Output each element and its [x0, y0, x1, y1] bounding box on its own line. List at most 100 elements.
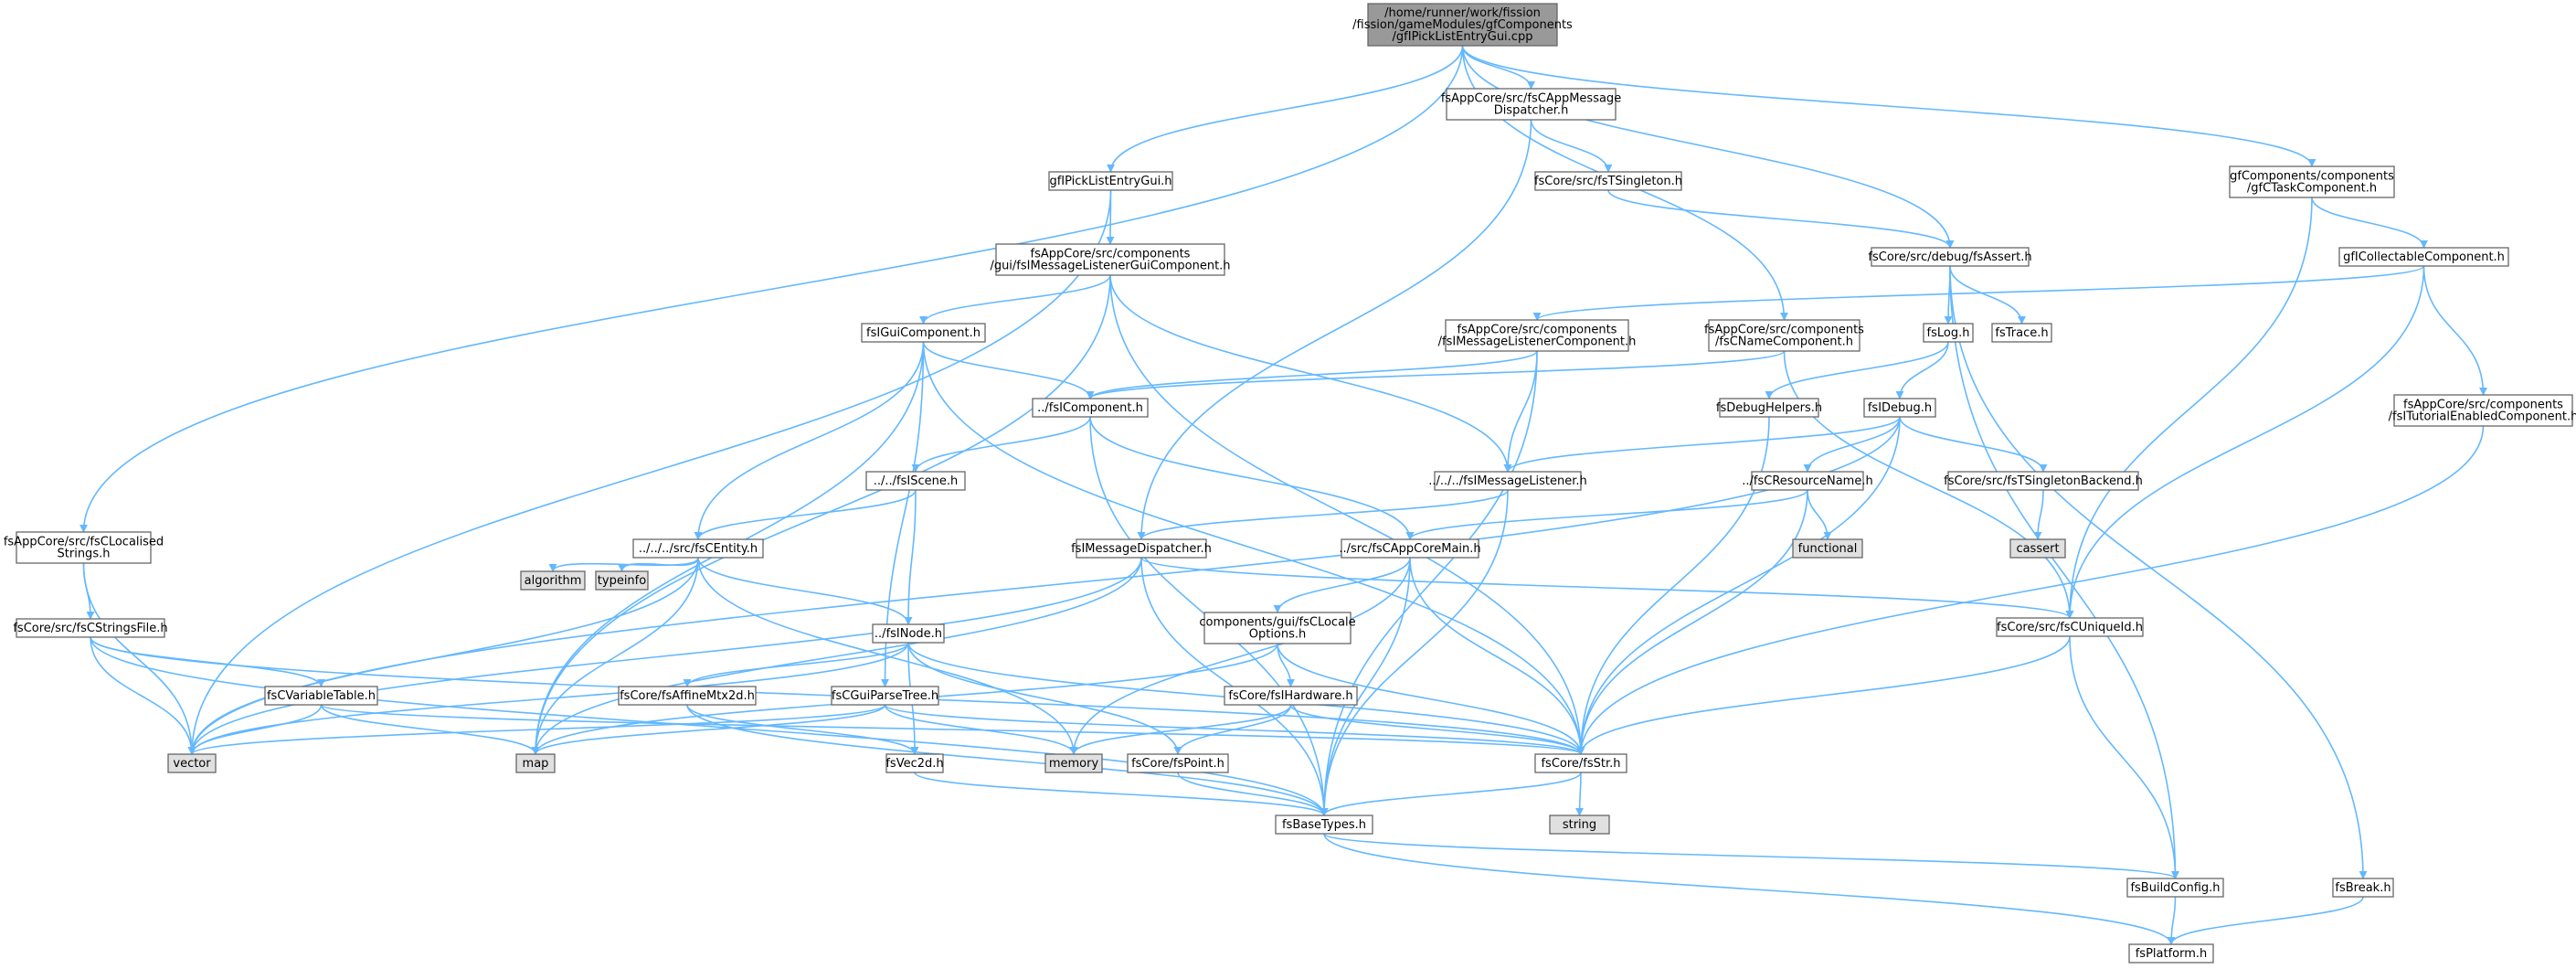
node-box-pickListEntryGuiH: [1048, 171, 1173, 191]
edge-fsLog-to-fsIDebug: [1895, 341, 1949, 399]
edge-variableTable-to-map: [320, 704, 540, 755]
node-hardware[interactable]: fsCore/fsIHardware.h: [1224, 686, 1358, 706]
node-label-msgListenerComp: fsAppCore/src/components: [1458, 324, 1617, 337]
node-box-appCoreMain: [1341, 538, 1479, 559]
edge-root-to-localisedStrings: [80, 45, 1464, 533]
node-label-localisedStrings: Strings.h: [58, 548, 111, 561]
node-collectable[interactable]: gfICollectableComponent.h: [2338, 247, 2509, 267]
node-msgListenerGuiComp[interactable]: fsAppCore/src/components/gui/fsIMessageL…: [990, 243, 1231, 276]
edge-msgListenerComp-to-msgListener: [1503, 350, 1538, 473]
edge-guiComponent-to-entity: [694, 341, 925, 540]
node-platform[interactable]: fsPlatform.h: [2128, 943, 2214, 964]
node-label-fsLog: fsLog.h: [1927, 326, 1970, 340]
edge-root-to-fsAssert: [1461, 45, 1955, 249]
node-baseTypes[interactable]: fsBaseTypes.h: [1275, 815, 1373, 835]
node-box-guiComponent: [861, 323, 986, 343]
node-box-variableTable: [264, 686, 378, 706]
node-label-appMsgDispatcher: Dispatcher.h: [1494, 104, 1569, 118]
node-label-nameComponent: /fsCNameComponent.h: [1715, 335, 1853, 349]
node-stringsFile[interactable]: fsCore/src/fsCStringsFile.h: [13, 618, 168, 638]
edge-appCoreMain-to-memory: [1069, 557, 1411, 755]
node-str[interactable]: fsCore/fsStr.h: [1534, 753, 1627, 773]
node-component[interactable]: ../fsIComponent.h: [1032, 398, 1149, 418]
node-point[interactable]: fsCore/fsPoint.h: [1127, 753, 1229, 773]
node-vec2d[interactable]: fsVec2d.h: [885, 753, 944, 773]
node-singletonBackend[interactable]: fsCore/src/fsTSingletonBackend.h: [1944, 471, 2143, 491]
edge-str-to-baseTypes: [1320, 772, 1582, 816]
edge-variableTable-to-str: [320, 704, 1585, 755]
edge-singletonBackend-to-cassert: [2033, 489, 2044, 540]
edge-msgListenerGuiComp-to-str: [1109, 274, 1585, 755]
edge-nameComponent-to-component: [1086, 350, 1786, 399]
edge-resourceName-to-appCoreMain: [1405, 489, 1808, 540]
node-label-affineMtx: fsCore/fsAffineMtx2d.h: [620, 689, 755, 703]
node-label-component: ../fsIComponent.h: [1037, 401, 1143, 415]
node-uniqueId[interactable]: fsCore/src/fsCUniqueId.h: [1996, 617, 2144, 637]
node-label-entity: ../../../src/fsCEntity.h: [639, 542, 758, 556]
node-nameComponent[interactable]: fsAppCore/src/components/fsCNameComponen…: [1704, 319, 1864, 352]
node-label-collectable: gfICollectableComponent.h: [2343, 250, 2505, 264]
node-label-uniqueId: fsCore/src/fsCUniqueId.h: [1997, 621, 2143, 634]
node-appCoreMain[interactable]: ../src/fsCAppCoreMain.h: [1339, 538, 1481, 559]
node-label-vector: vector: [173, 757, 211, 771]
node-msgListener[interactable]: ../../../fsIMessageListener.h: [1428, 471, 1587, 491]
node-box-affineMtx: [618, 686, 757, 706]
node-label-hardware: fsCore/fsIHardware.h: [1228, 689, 1352, 703]
node-box-taskComponent: [2229, 165, 2395, 198]
node-debugHelpers[interactable]: fsDebugHelpers.h: [1716, 398, 1822, 418]
node-algorithm: algorithm: [520, 570, 586, 591]
node-entity[interactable]: ../../../src/fsCEntity.h: [632, 538, 764, 559]
node-label-pickListEntryGuiH: gfIPickListEntryGui.h: [1049, 175, 1171, 188]
node-buildConfig[interactable]: fsBuildConfig.h: [2126, 878, 2224, 898]
node-fsBreak[interactable]: fsBreak.h: [2332, 878, 2394, 898]
node-label-guiComponent: fsIGuiComponent.h: [866, 326, 981, 340]
node-box-fsTrace: [1991, 323, 2052, 343]
node-label-str: fsCore/fsStr.h: [1541, 757, 1620, 771]
node-affineMtx[interactable]: fsCore/fsAffineMtx2d.h: [618, 686, 757, 706]
node-box-str: [1534, 753, 1627, 773]
node-label-tutorialEnabled: /fsITutorialEnabledComponent.h: [2389, 410, 2576, 424]
node-label-variableTable: fsCVariableTable.h: [267, 689, 376, 703]
node-label-tSingleton: fsCore/src/fsTSingleton.h: [1534, 175, 1682, 188]
node-box-appMsgDispatcher: [1446, 88, 1617, 121]
node-box-component: [1032, 398, 1149, 418]
node-box-msgListenerGuiComp: [995, 243, 1225, 276]
node-node[interactable]: ../fsINode.h: [872, 623, 945, 644]
node-label-nameComponent: fsAppCore/src/components: [1704, 324, 1864, 337]
node-pickListEntryGuiH[interactable]: gfIPickListEntryGui.h: [1048, 171, 1173, 191]
node-tSingleton[interactable]: fsCore/src/fsTSingleton.h: [1534, 171, 1682, 191]
node-fsTrace[interactable]: fsTrace.h: [1991, 323, 2052, 343]
node-label-fsIDebug: fsIDebug.h: [1868, 401, 1932, 415]
node-label-scene: ../../fsIScene.h: [874, 474, 958, 488]
node-label-typeinfo: typeinfo: [598, 574, 646, 588]
node-taskComponent[interactable]: gfComponents/components/gfCTaskComponent…: [2229, 165, 2395, 198]
node-box-localisedStrings: [16, 531, 152, 564]
node-label-msgListenerGuiComp: fsAppCore/src/components: [1031, 248, 1191, 261]
node-label-point: fsCore/fsPoint.h: [1131, 757, 1224, 771]
node-tutorialEnabled[interactable]: fsAppCore/src/components/fsITutorialEnab…: [2389, 394, 2576, 427]
node-fsAssert[interactable]: fsCore/src/debug/fsAssert.h: [1868, 247, 2032, 267]
edge-node-to-vector: [187, 642, 909, 755]
node-fsLog[interactable]: fsLog.h: [1923, 323, 1974, 343]
node-guiParseTree[interactable]: fsCGuiParseTree.h: [831, 686, 939, 706]
edge-uniqueId-to-buildConfig: [2069, 635, 2179, 879]
node-guiComponent[interactable]: fsIGuiComponent.h: [861, 323, 986, 343]
node-fsIDebug[interactable]: fsIDebug.h: [1863, 398, 1936, 418]
node-msgListenerComp[interactable]: fsAppCore/src/components/fsIMessageListe…: [1438, 319, 1637, 352]
node-resourceName[interactable]: ../fsCResourceName.h: [1742, 471, 1873, 491]
node-box-debugHelpers: [1719, 398, 1819, 418]
node-msgDispatcher[interactable]: fsIMessageDispatcher.h: [1071, 538, 1212, 559]
node-label-fsTrace: fsTrace.h: [1995, 326, 2048, 340]
node-root[interactable]: /home/runner/work/fission/fission/gameMo…: [1352, 3, 1573, 47]
edge-msgListener-to-msgDispatcher: [1137, 489, 1509, 540]
node-scene[interactable]: ../../fsIScene.h: [865, 471, 966, 491]
node-label-baseTypes: fsBaseTypes.h: [1282, 818, 1366, 832]
edge-tSingleton-to-fsAssert: [1607, 189, 1955, 249]
node-variableTable[interactable]: fsCVariableTable.h: [264, 686, 378, 706]
node-label-stringsFile: fsCore/src/fsCStringsFile.h: [13, 622, 167, 635]
edge-collectable-to-uniqueId: [2065, 265, 2425, 619]
node-box-point: [1127, 753, 1229, 773]
